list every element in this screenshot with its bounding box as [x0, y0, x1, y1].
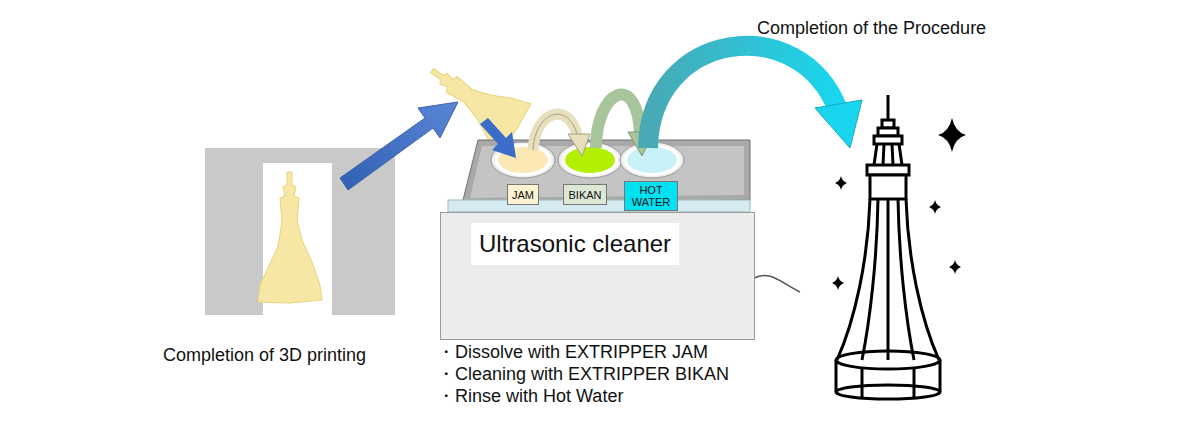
- step-arrow: [533, 114, 578, 150]
- solution-label: BIKAN: [563, 184, 607, 205]
- node-text: HOT WATER: [628, 184, 674, 208]
- final-arrow: [648, 46, 838, 148]
- step-note: ・Dissolve with EXTRIPPER JAM: [437, 342, 708, 363]
- cleaner-body: Ultrasonic cleaner: [440, 212, 755, 340]
- floating-part: [416, 46, 533, 152]
- transfer-arrow: [340, 102, 458, 190]
- final-arrowhead: [815, 100, 862, 148]
- bikan-liquid: [565, 147, 615, 173]
- result-caption: Completion of the Procedure: [757, 18, 986, 39]
- dish: [558, 142, 622, 178]
- printed-part: [258, 172, 322, 303]
- solution-label: JAM: [507, 184, 539, 205]
- step-note: ・Rinse with Hot Water: [437, 386, 623, 407]
- step-note: ・Cleaning with EXTRIPPER BIKAN: [437, 364, 729, 385]
- node-text: Ultrasonic cleaner: [471, 223, 679, 265]
- step-arrow-edge: [533, 114, 578, 150]
- sparkle: [832, 118, 966, 290]
- start-caption: Completion of 3D printing: [163, 345, 366, 366]
- node-text: JAM: [512, 189, 534, 201]
- step-arrowhead: [568, 134, 590, 156]
- tower: [836, 95, 940, 399]
- power-cord: [754, 275, 800, 292]
- water-liquid: [627, 147, 677, 173]
- node-text: BIKAN: [568, 189, 601, 201]
- step-arrow: [480, 118, 516, 158]
- solution-label: HOT WATER: [624, 181, 678, 211]
